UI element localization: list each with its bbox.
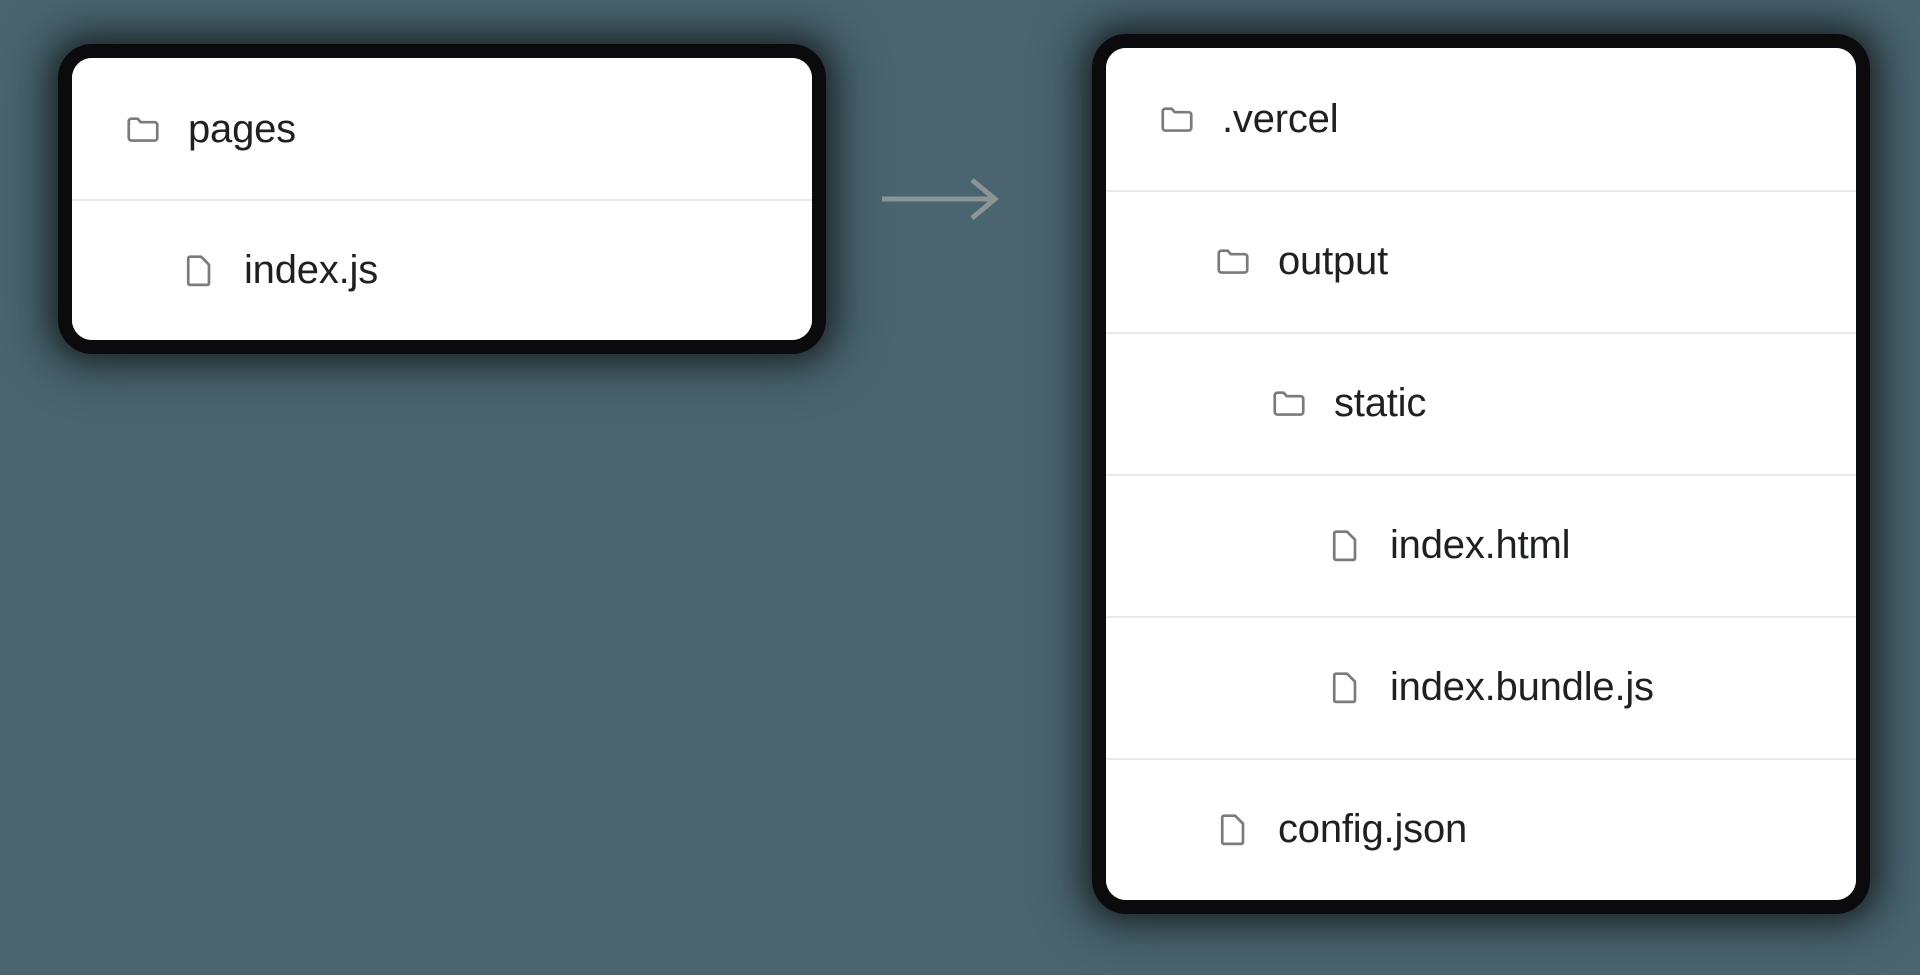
tree-row[interactable]: output: [1106, 190, 1856, 332]
tree-row-label: static: [1334, 381, 1427, 425]
tree-row[interactable]: pages: [72, 58, 812, 199]
tree-row[interactable]: static: [1106, 332, 1856, 474]
tree-row-label: .vercel: [1222, 97, 1339, 141]
tree-row-label: config.json: [1278, 807, 1468, 851]
folder-icon: [1158, 100, 1196, 138]
tree-row[interactable]: .vercel: [1106, 48, 1856, 190]
source-tree-rows: pages index.js: [72, 58, 812, 340]
file-icon: [1214, 810, 1252, 848]
file-icon: [180, 251, 218, 289]
tree-row-label: index.js: [244, 247, 379, 292]
output-tree-rows: .vercel output static index.html index.bundl…: [1106, 48, 1856, 900]
tree-row-label: index.html: [1390, 523, 1571, 567]
tree-row[interactable]: index.html: [1106, 474, 1856, 616]
arrow-right-icon: [880, 172, 1006, 226]
file-icon: [1326, 668, 1364, 706]
build-output-file-tree-card: .vercel output static index.html index.bundl…: [1106, 48, 1856, 900]
folder-icon: [124, 110, 162, 148]
folder-icon: [1214, 242, 1252, 280]
tree-row-label: output: [1278, 239, 1389, 283]
tree-row[interactable]: index.js: [72, 199, 812, 340]
folder-icon: [1270, 384, 1308, 422]
tree-row[interactable]: index.bundle.js: [1106, 616, 1856, 758]
tree-row-label: pages: [188, 106, 296, 151]
tree-row-label: index.bundle.js: [1390, 665, 1654, 709]
file-icon: [1326, 526, 1364, 564]
source-file-tree-card: pages index.js: [72, 58, 812, 340]
tree-row[interactable]: config.json: [1106, 758, 1856, 900]
